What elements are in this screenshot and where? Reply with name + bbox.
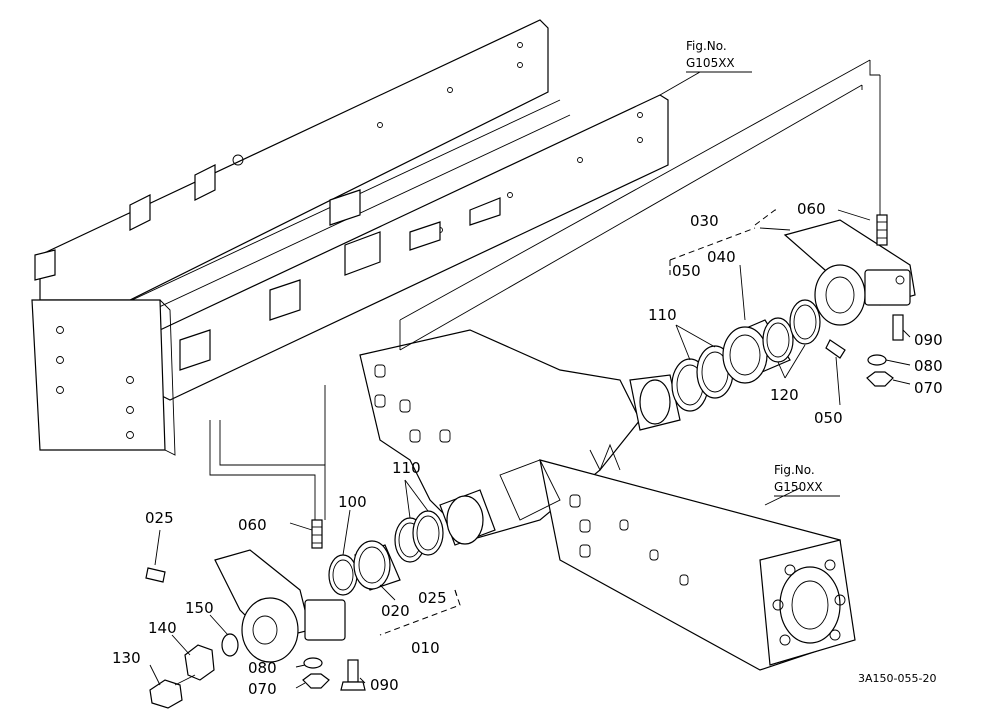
part-label-150: 150 <box>185 599 214 617</box>
fig-ref-g150xx-code: G150XX <box>774 480 823 494</box>
axle-housing-drawing <box>359 329 856 671</box>
part-labels: 030 060 050 040 110 120 050 090 080 070 … <box>112 200 943 698</box>
figure-reference-g105xx: Fig.No. G105XX <box>686 39 752 73</box>
part-label-140: 140 <box>148 619 177 637</box>
fig-ref-g105xx-code: G105XX <box>686 56 735 70</box>
part-label-040: 040 <box>707 248 736 266</box>
part-label-030: 030 <box>690 212 719 230</box>
figure-reference-g150xx: Fig.No. G150XX <box>774 463 840 497</box>
part-label-060-left: 060 <box>238 516 267 534</box>
leader-lines <box>149 71 911 689</box>
fig-ref-g105xx-title: Fig.No. <box>686 39 727 53</box>
part-label-050-upper: 050 <box>672 262 701 280</box>
part-label-070-left: 070 <box>248 680 277 698</box>
part-label-080-left: 080 <box>248 659 277 677</box>
part-label-025-right: 025 <box>418 589 447 607</box>
part-label-110-right: 110 <box>648 306 677 324</box>
part-label-020: 020 <box>381 602 410 620</box>
part-label-070-right: 070 <box>914 379 943 397</box>
part-label-100: 100 <box>338 493 367 511</box>
part-label-130: 130 <box>112 649 141 667</box>
reference-lines <box>209 59 881 636</box>
part-label-110-left: 110 <box>392 459 421 477</box>
drawing-code: 3A150-055-20 <box>858 672 936 685</box>
part-label-025-left: 025 <box>145 509 174 527</box>
tractor-frame-drawing <box>31 19 669 456</box>
part-label-090-left: 090 <box>370 676 399 694</box>
left-pivot-assembly <box>145 510 444 709</box>
part-label-080-right: 080 <box>914 357 943 375</box>
part-label-120: 120 <box>770 386 799 404</box>
right-pivot-assembly <box>671 214 916 412</box>
part-label-050-lower: 050 <box>814 409 843 427</box>
part-label-010: 010 <box>411 639 440 657</box>
part-label-060-right: 060 <box>797 200 826 218</box>
part-label-090-right: 090 <box>914 331 943 349</box>
fig-ref-g150xx-title: Fig.No. <box>774 463 815 477</box>
